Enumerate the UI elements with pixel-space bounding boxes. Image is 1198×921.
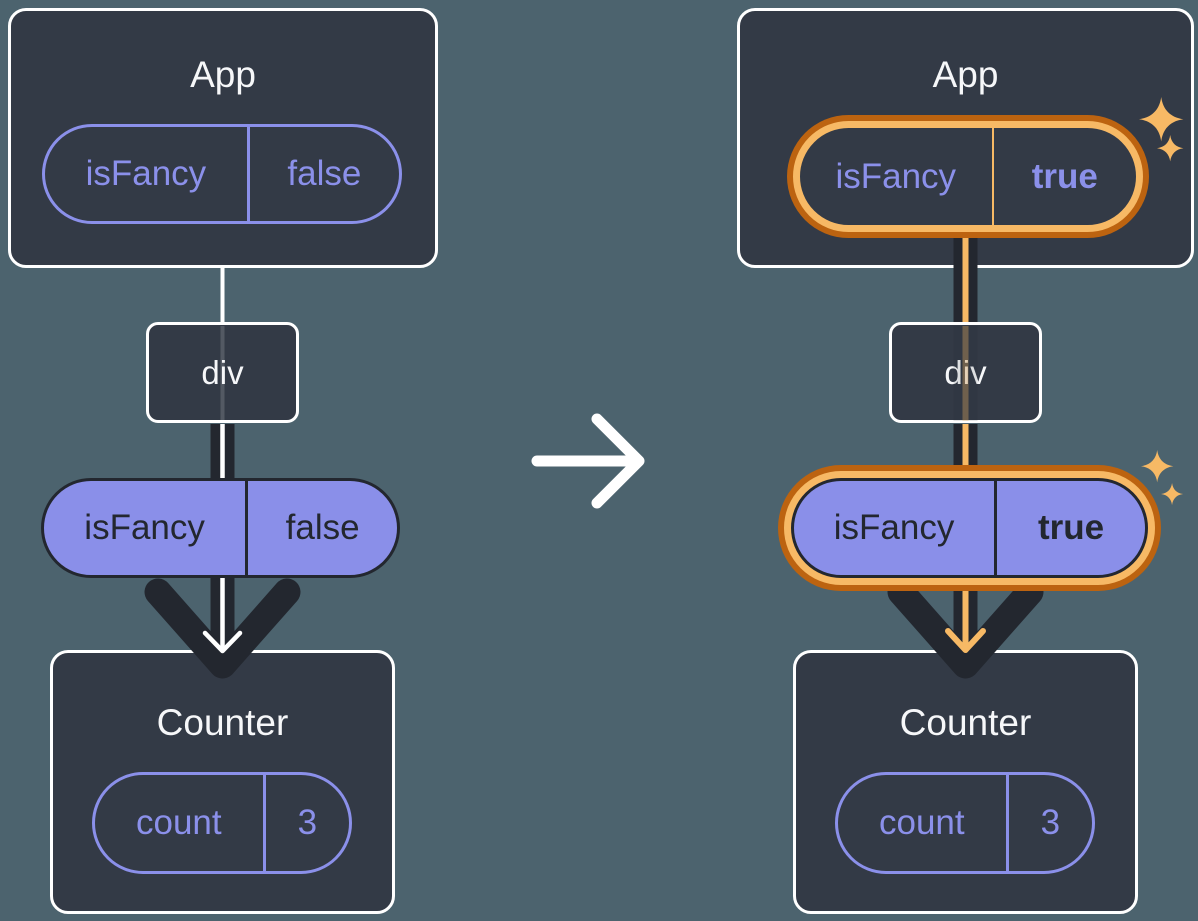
state-value: true (991, 128, 1136, 225)
div-node-before: div (146, 322, 299, 423)
transition-arrow-icon (531, 413, 645, 509)
state-arrowhead-after (945, 628, 986, 653)
state-name: isFancy (835, 156, 957, 196)
sparkle-icon (1141, 450, 1174, 483)
div-label-after: div (944, 353, 987, 391)
connector-after (887, 231, 1044, 679)
div-node-after: div (889, 322, 1042, 423)
state-value: 3 (262, 775, 349, 871)
app-title-after: App (932, 54, 999, 95)
state-name: count (879, 803, 965, 842)
app-state-pill-before: isFancy false (42, 124, 402, 224)
prop-name: isFancy (833, 508, 955, 547)
app-title-before: App (190, 54, 256, 95)
state-arrowhead-before (202, 630, 243, 654)
app-state-pill-after: isFancy true (793, 121, 1143, 232)
prop-value: false (245, 481, 397, 575)
prop-name: isFancy (84, 508, 205, 547)
div-label-before: div (201, 353, 244, 391)
sparkles-prop-after (1141, 450, 1184, 506)
counter-title-after: Counter (899, 702, 1032, 743)
state-name: isFancy (85, 154, 207, 193)
prop-pill-before: isFancy false (41, 478, 400, 578)
prop-pill-after: isFancy true (791, 478, 1148, 578)
counter-state-pill-after: count 3 (835, 772, 1095, 874)
state-name: count (136, 803, 222, 842)
counter-state-pill-before: count 3 (92, 772, 352, 874)
state-value: false (246, 127, 399, 221)
transition-arrow-head (591, 413, 645, 509)
prop-value: true (994, 481, 1145, 575)
sparkle-icon (1161, 483, 1184, 506)
counter-title-before: Counter (156, 702, 289, 743)
state-value: 3 (1005, 775, 1092, 871)
